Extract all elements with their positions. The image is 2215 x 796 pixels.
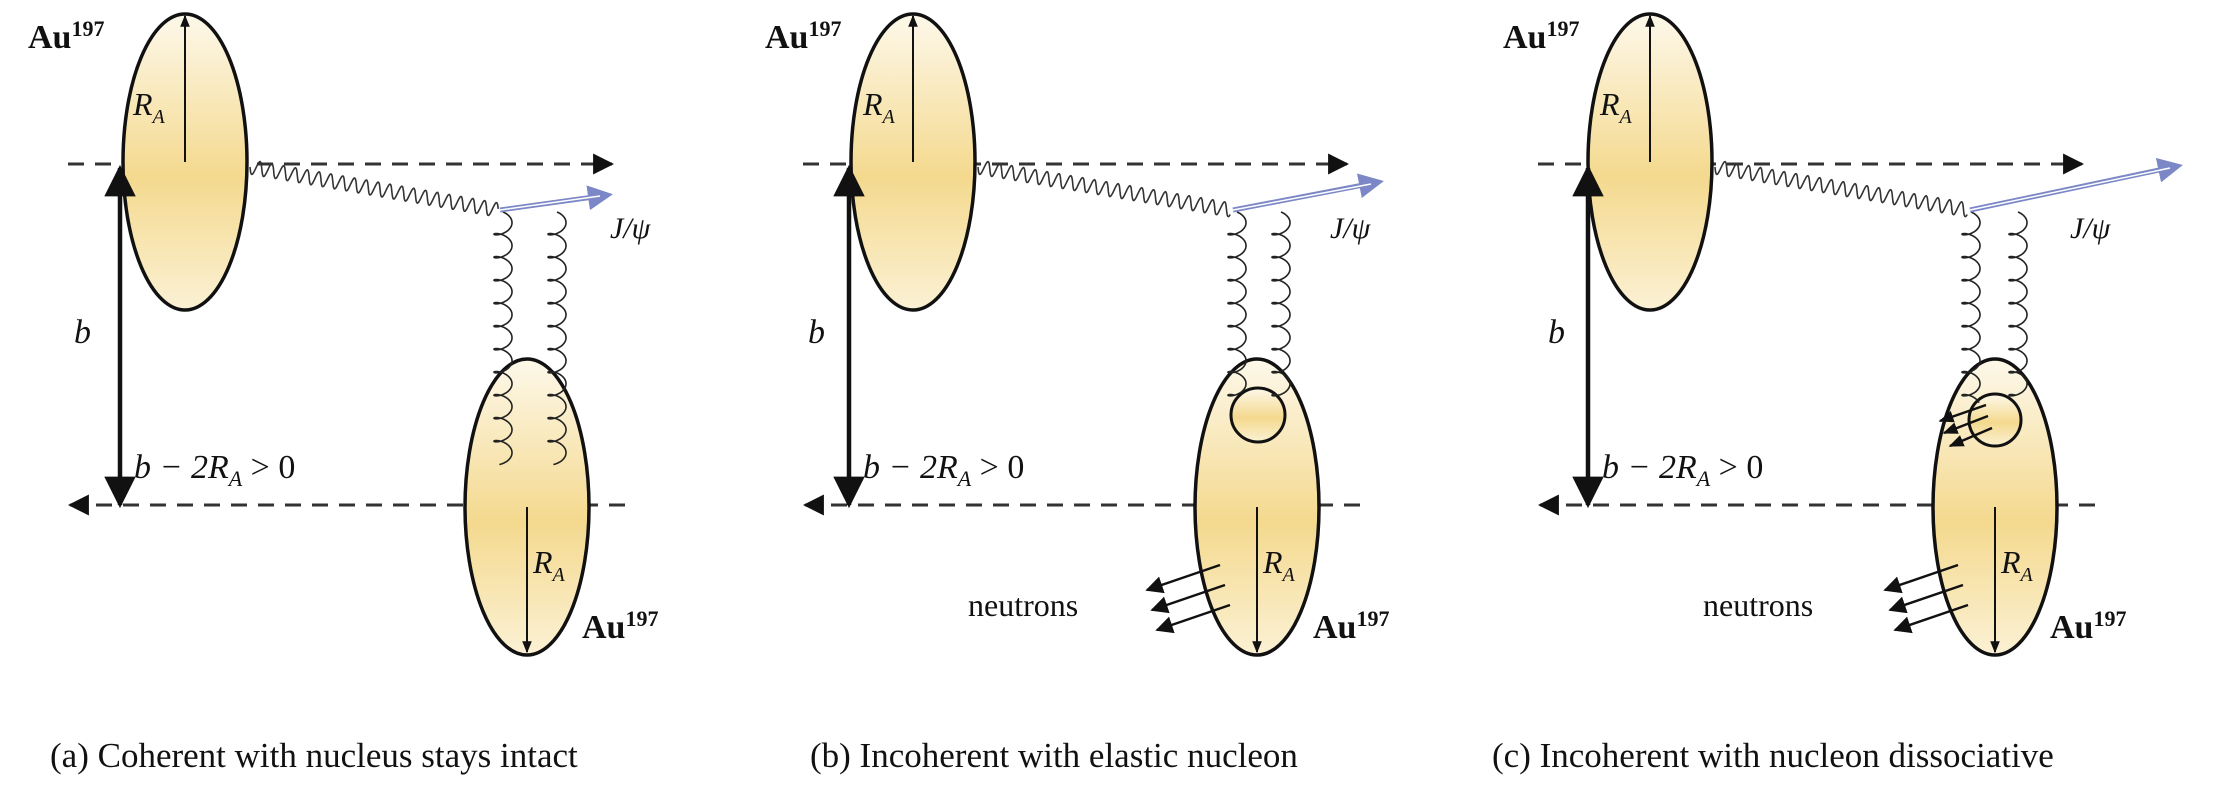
impact-label: b xyxy=(74,314,91,351)
condition-label: b − 2RA > 0 xyxy=(134,449,295,491)
jpsi-arrow-inner xyxy=(1969,167,2171,211)
condition-label: b − 2RA > 0 xyxy=(863,449,1024,491)
radius-top-label: RA xyxy=(1599,86,1633,128)
radius-bottom-label: RA xyxy=(1262,544,1296,586)
caption-a: (a) Coherent with nucleus stays intact xyxy=(50,736,578,775)
condition-label: b − 2RA > 0 xyxy=(1602,449,1763,491)
neutron-arrows xyxy=(1145,563,1231,634)
radius-top-label: RA xyxy=(862,86,896,128)
jpsi-arrow-inner xyxy=(499,195,601,211)
photon-wavy-line xyxy=(1714,160,1968,218)
photon-wavy-line xyxy=(249,160,499,217)
neutrons-label: neutrons xyxy=(968,587,1078,623)
gluon-right xyxy=(1271,211,1291,397)
gluon-left xyxy=(493,211,513,466)
nucleus-top-label: Au197 xyxy=(28,16,104,56)
gluon-left xyxy=(1227,211,1247,397)
jpsi-label: J/ψ xyxy=(1330,212,1372,245)
nucleon xyxy=(1229,386,1287,444)
jpsi-label: J/ψ xyxy=(2070,212,2112,245)
neutrons-label: neutrons xyxy=(1703,587,1813,623)
impact-label: b xyxy=(1548,314,1565,351)
gluon-right xyxy=(547,211,567,466)
radius-bottom-label: RA xyxy=(2000,544,2034,586)
nucleus-bottom-label: Au197 xyxy=(1313,606,1389,646)
caption-c: (c) Incoherent with nucleon dissociative xyxy=(1492,736,2054,775)
nucleus-top-label: Au197 xyxy=(1503,16,1579,56)
panel-c: Au197 RA b b − 2RA > 0 J/ψ RA neutrons A… xyxy=(1492,12,2183,775)
gluon-right xyxy=(2008,211,2028,397)
jpsi-label: J/ψ xyxy=(610,212,652,245)
jpsi-arrow-inner xyxy=(1232,183,1372,211)
dissociation-arrows xyxy=(1938,403,1993,448)
gluon-left xyxy=(1961,211,1981,404)
radius-top-label: RA xyxy=(132,86,166,128)
photon-wavy-line xyxy=(977,160,1231,218)
nucleus-bottom-label: Au197 xyxy=(2050,606,2126,646)
neutron-arrows xyxy=(1883,563,1969,634)
nucleus-top-label: Au197 xyxy=(765,16,841,56)
impact-label: b xyxy=(808,314,825,351)
radius-bottom-label: RA xyxy=(532,544,566,586)
panel-a: Au197 RA b b − 2RA > 0 J/ψ RA Au197 (a) … xyxy=(28,12,658,775)
nucleus-bottom-label: Au197 xyxy=(582,606,658,646)
caption-b: (b) Incoherent with elastic nucleon xyxy=(810,736,1298,775)
panel-b: Au197 RA b b − 2RA > 0 J/ψ RA neutrons A… xyxy=(765,12,1389,775)
